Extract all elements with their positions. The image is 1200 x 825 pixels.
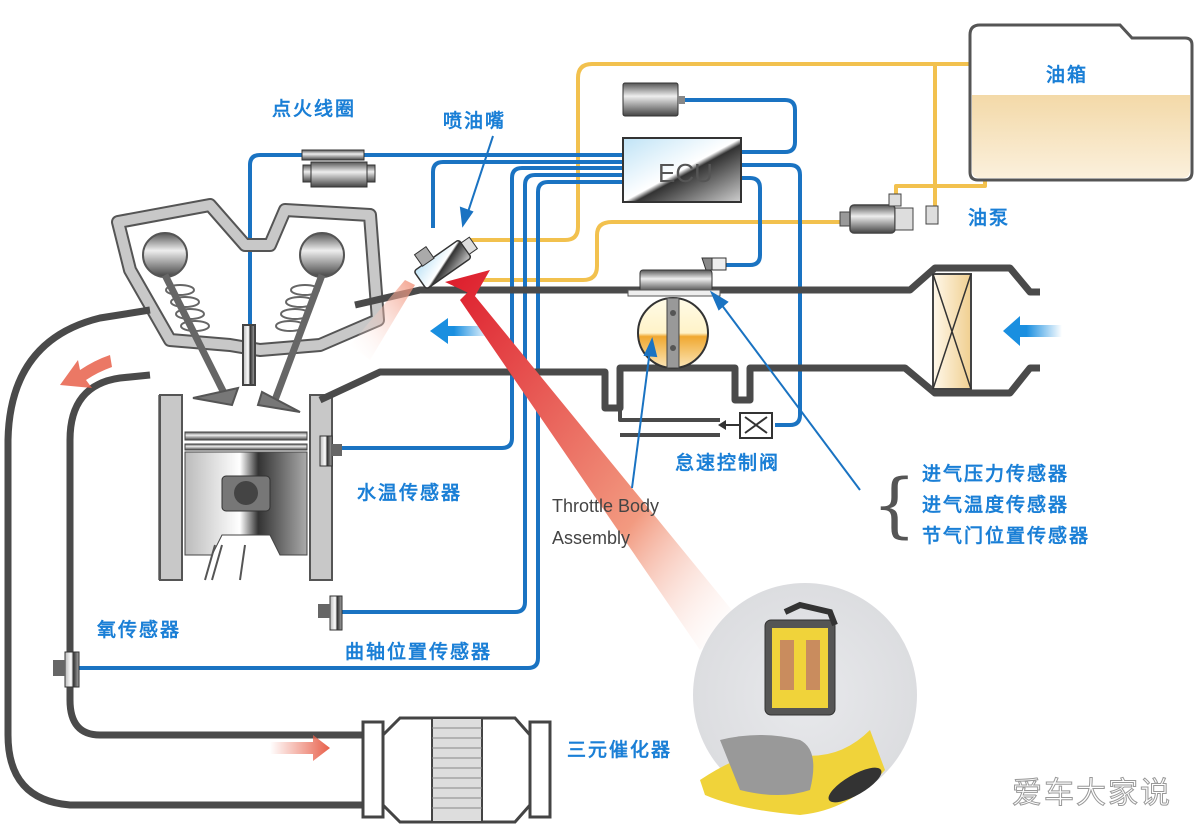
exhaust-pipe xyxy=(4,306,365,809)
valve-springs xyxy=(165,284,320,332)
wire-injector xyxy=(431,160,625,228)
label-fuel-pump: 油泵 xyxy=(968,207,1011,229)
piston xyxy=(184,431,308,581)
throttle-body xyxy=(627,257,727,369)
label-throttle-body: Throttle Body Assembly xyxy=(552,490,659,554)
label-idle-valve: 怠速控制阀 xyxy=(675,452,781,474)
fuel-tank xyxy=(968,23,1194,182)
ignition-coil xyxy=(301,149,376,188)
exhaust-arrow-top xyxy=(60,355,112,388)
label-intake-pressure-sensor: 进气压力传感器 xyxy=(922,463,1070,485)
callout-lines xyxy=(459,135,861,491)
intake-manifold xyxy=(318,264,1040,437)
air-filter xyxy=(932,273,972,390)
fuel-line-supply xyxy=(470,220,850,282)
label-oxygen-sensor: 氧传感器 xyxy=(97,619,182,641)
callout-arrow-injector xyxy=(445,270,740,650)
wire-ignition xyxy=(248,153,625,325)
cylinder-head xyxy=(111,198,385,413)
wire-top-sensor xyxy=(683,98,797,154)
wire-throttle xyxy=(725,176,762,267)
fuel-line-return xyxy=(470,62,970,242)
fuel-pump xyxy=(839,193,939,234)
signal-wires xyxy=(75,98,802,670)
fuel-spray xyxy=(350,280,415,360)
watermark: 爱车大家说 xyxy=(1012,776,1172,812)
ecu-label: ECU xyxy=(658,158,713,188)
crank-position-sensor xyxy=(318,595,343,631)
label-injector: 喷油嘴 xyxy=(443,110,507,132)
oxygen-sensor xyxy=(53,651,80,688)
intake-arrow-left xyxy=(430,318,490,344)
fuel-injector xyxy=(413,236,479,289)
wire-oxygen xyxy=(75,180,625,670)
label-ignition-coil: 点火线圈 xyxy=(272,98,357,120)
map-sensor-top xyxy=(622,82,685,117)
label-crank-sensor: 曲轴位置传感器 xyxy=(345,641,493,663)
label-intake-temp-sensor: 进气温度传感器 xyxy=(922,494,1070,516)
throttle-body-photo xyxy=(693,583,917,815)
label-fuel-tank: 油箱 xyxy=(1046,64,1089,86)
intake-arrow-right xyxy=(1003,316,1062,346)
ecu-box: ECU xyxy=(622,137,742,203)
brace: { xyxy=(872,464,917,546)
fuel-lines xyxy=(470,62,987,282)
idle-control-valve xyxy=(718,412,773,439)
wire-coolant xyxy=(340,166,625,450)
wire-idle-valve xyxy=(742,163,802,427)
cylinder-block xyxy=(158,394,333,581)
coolant-temp-sensor xyxy=(319,435,342,467)
label-throttle-body-line2: Assembly xyxy=(552,528,631,548)
catalytic-converter xyxy=(361,716,552,824)
exhaust-arrow-bottom xyxy=(270,735,330,761)
label-coolant-sensor: 水温传感器 xyxy=(357,482,463,504)
label-throttle-body-line1: Throttle Body xyxy=(552,496,660,516)
label-catalytic-converter: 三元催化器 xyxy=(567,739,673,761)
label-throttle-position-sensor: 节气门位置传感器 xyxy=(922,525,1091,547)
